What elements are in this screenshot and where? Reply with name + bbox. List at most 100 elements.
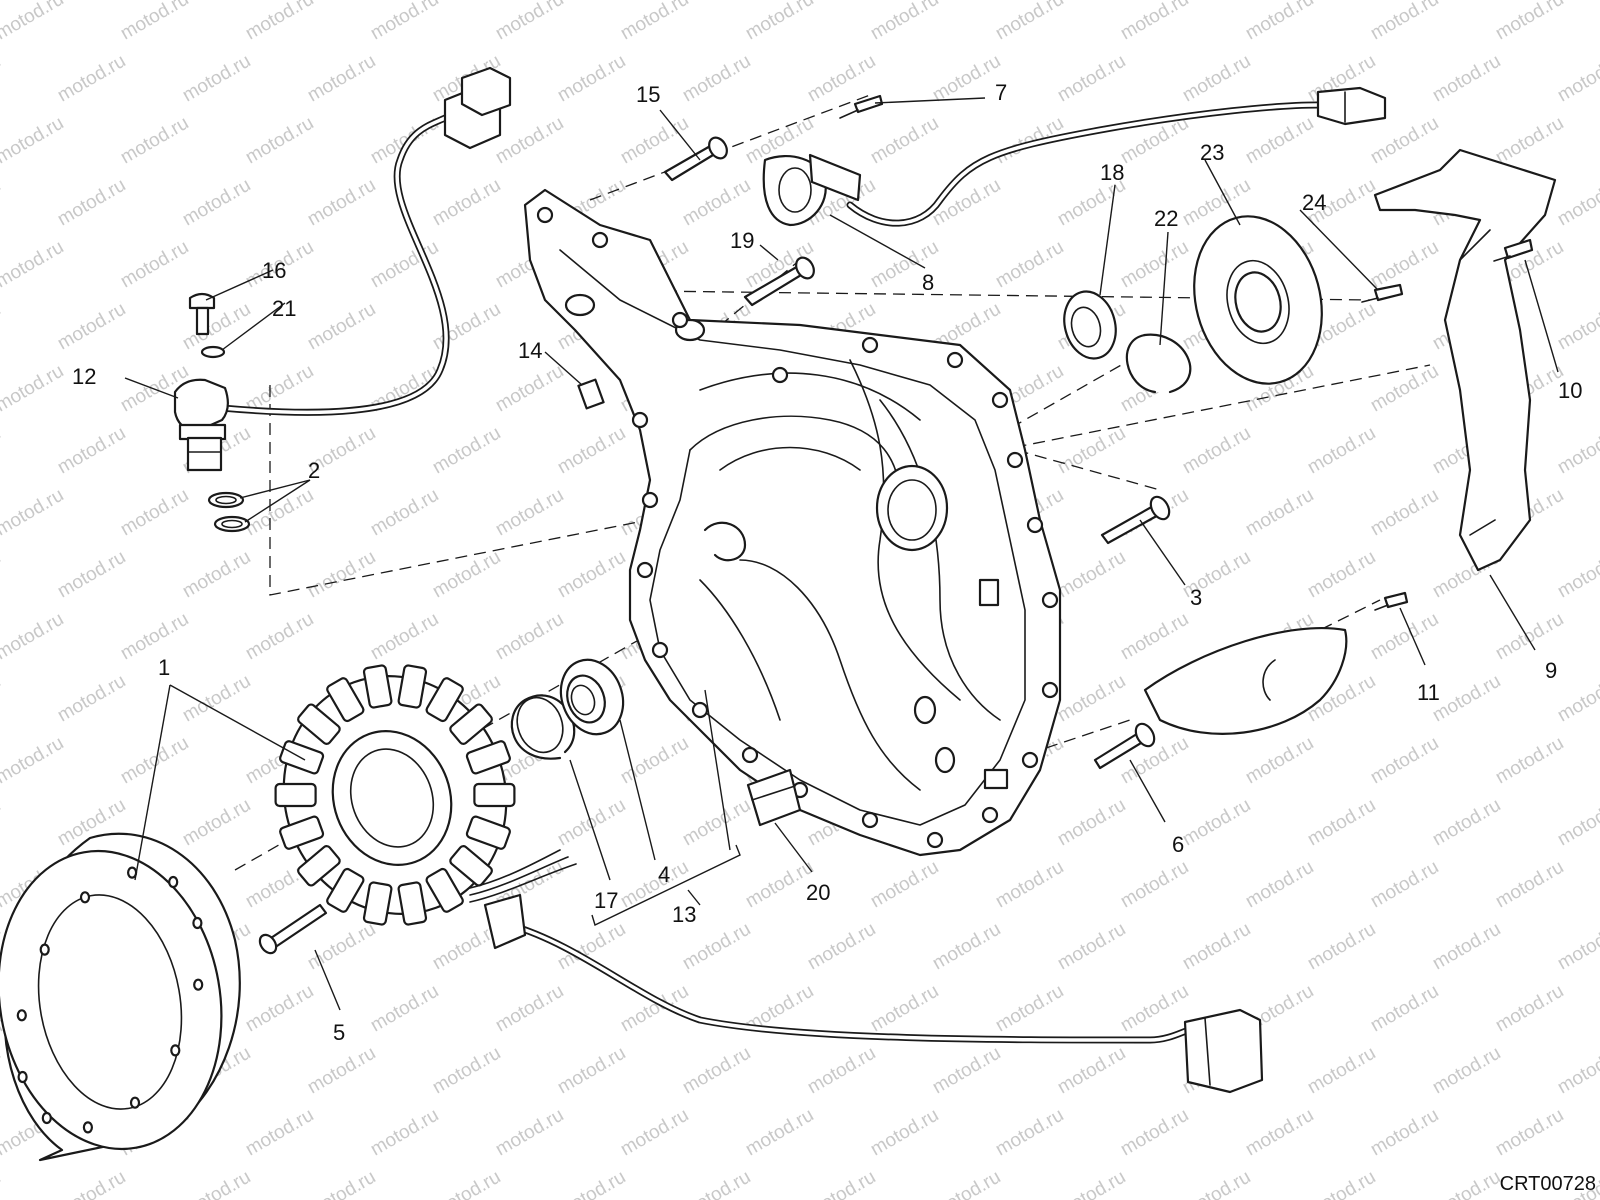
watermark-text: motod.ru (54, 671, 129, 727)
watermark-text: motod.ru (367, 609, 442, 665)
watermark-text: motod.ru (0, 609, 67, 665)
watermark-text: motod.ru (367, 485, 442, 541)
callout-11: 11 (1417, 680, 1440, 705)
watermark-text: motod.ru (1117, 857, 1192, 913)
cover-bolt-boss (671, 311, 689, 329)
callout-20: 20 (806, 880, 830, 905)
watermark-text: motod.ru (1554, 175, 1600, 231)
flywheel-rotor (0, 832, 328, 1162)
watermark-text: motod.ru (0, 113, 67, 169)
rotor-bolt-hole (82, 1121, 94, 1134)
cover-bolt-boss (981, 806, 999, 824)
watermark-text: motod.ru (1304, 423, 1379, 479)
watermark-text: motod.ru (1179, 919, 1254, 975)
cover-bolt-boss (926, 831, 944, 849)
watermark-text: motod.ru (929, 919, 1004, 975)
callout-5: 5 (333, 1020, 345, 1045)
leader-lines (124, 97, 1559, 1011)
rotor-bolt-hole (79, 891, 91, 904)
watermark-text: motod.ru (242, 609, 317, 665)
cover-bolt-boss (536, 206, 554, 224)
watermark-text: motod.ru (54, 1167, 129, 1200)
watermark-text: motod.ru (1179, 1167, 1254, 1200)
watermark-text: motod.ru (117, 733, 192, 789)
watermark-text: motod.ru (1117, 237, 1192, 293)
cover-bolt-boss (1006, 451, 1024, 469)
watermark-text: motod.ru (1429, 51, 1504, 107)
cover-bolt-boss (991, 391, 1009, 409)
watermark-text: motod.ru (742, 1105, 817, 1161)
watermark-text: motod.ru (1367, 485, 1442, 541)
callout-23: 23 (1200, 140, 1224, 165)
watermark-text: motod.ru (1054, 423, 1129, 479)
stator-tooth (297, 703, 341, 745)
callout-1: 1 (158, 655, 170, 680)
watermark-text: motod.ru (617, 0, 692, 44)
watermark-text: motod.ru (679, 51, 754, 107)
watermark-text: motod.ru (929, 51, 1004, 107)
callout-22: 22 (1154, 206, 1178, 231)
watermark-text: motod.ru (117, 485, 192, 541)
watermark-text: motod.ru (804, 1043, 879, 1099)
rotor-bolt-hole (39, 943, 50, 956)
watermark-text: motod.ru (429, 1043, 504, 1099)
callout-24: 24 (1302, 190, 1326, 215)
watermark-text: motod.ru (867, 0, 942, 44)
watermark-text: motod.ru (0, 671, 4, 727)
watermark-text: motod.ru (179, 547, 254, 603)
watermark-text: motod.ru (554, 795, 629, 851)
cover-bolt-boss (771, 366, 789, 384)
cover-bolt-boss (636, 561, 654, 579)
watermark-text: motod.ru (1492, 733, 1567, 789)
watermark-text: motod.ru (1054, 1167, 1129, 1200)
callout-3: 3 (1190, 585, 1202, 610)
watermark-text: motod.ru (304, 51, 379, 107)
watermark-text: motod.ru (804, 51, 879, 107)
watermark-text: motod.ru (992, 857, 1067, 913)
watermark-text: motod.ru (1492, 0, 1567, 44)
watermark-text: motod.ru (0, 485, 67, 541)
watermark-text: motod.ru (1054, 919, 1129, 975)
cover-bolt-boss (861, 811, 879, 829)
watermark-text: motod.ru (1429, 1167, 1504, 1200)
watermark-text: motod.ru (554, 1043, 629, 1099)
watermark-text: motod.ru (1242, 1105, 1317, 1161)
watermark-text: motod.ru (1554, 919, 1600, 975)
watermark-text: motod.ru (992, 237, 1067, 293)
watermark-text: motod.ru (1554, 51, 1600, 107)
cover-bolt-boss (591, 231, 609, 249)
callout-labels: 1 2 3 4 5 6 7 8 9 10 11 12 13 14 15 16 1… (72, 80, 1582, 1045)
seal-oring-plate (1063, 215, 1404, 394)
watermark-text: motod.ru (1179, 423, 1254, 479)
watermark-text: motod.ru (367, 981, 442, 1037)
watermark-text: motod.ru (679, 919, 754, 975)
watermark-text: motod.ru (54, 423, 129, 479)
watermark-text: motod.ru (117, 609, 192, 665)
watermark-text: motod.ru (617, 1105, 692, 1161)
watermark-text: motod.ru (929, 1043, 1004, 1099)
watermark-text: motod.ru (54, 547, 129, 603)
watermark-text: motod.ru (1304, 795, 1379, 851)
stator-tooth (279, 740, 325, 775)
watermark-text: motod.ru (1554, 795, 1600, 851)
stator-tooth (449, 703, 493, 745)
watermark-text: motod.ru (679, 1167, 754, 1200)
watermark-text: motod.ru (554, 423, 629, 479)
shim (746, 768, 802, 827)
watermark-text: motod.ru (1492, 981, 1567, 1037)
callout-4: 4 (658, 862, 670, 887)
callout-21: 21 (272, 296, 296, 321)
watermark-text: motod.ru (1554, 423, 1600, 479)
watermark-text: motod.ru (867, 857, 942, 913)
watermark-text: motod.ru (1304, 1167, 1379, 1200)
drawing-code: CRT00728 (1500, 1173, 1596, 1195)
watermark-text: motod.ru (992, 0, 1067, 44)
stator-teeth (274, 664, 516, 926)
stator-tooth (362, 664, 393, 709)
watermark-text: motod.ru (492, 485, 567, 541)
watermark-text: motod.ru (867, 1105, 942, 1161)
cover-bolt-boss (651, 641, 669, 659)
watermark-text: motod.ru (1367, 361, 1442, 417)
callout-15: 15 (636, 82, 660, 107)
stator-tooth (465, 740, 511, 775)
